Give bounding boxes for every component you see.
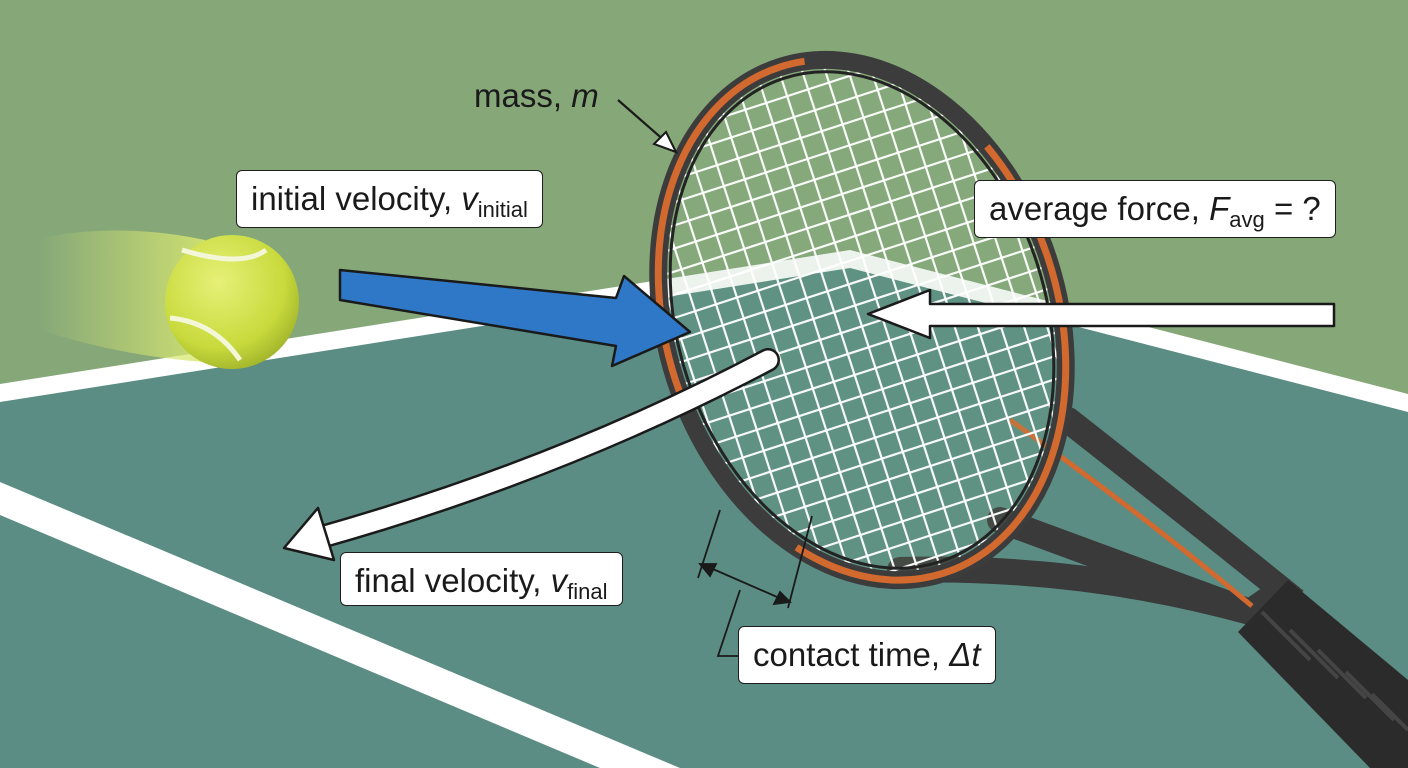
average-force-suffix: = ? xyxy=(1264,190,1321,227)
average-force-arrow xyxy=(866,288,1336,340)
tennis-ball xyxy=(165,235,299,369)
average-force-label: average force, Favg = ? xyxy=(974,180,1336,238)
average-force-text: average force, xyxy=(989,190,1210,227)
average-force-subscript: avg xyxy=(1229,207,1265,232)
court-sideline xyxy=(0,482,680,768)
initial-velocity-symbol: v xyxy=(461,180,478,217)
contact-time-text: contact time, xyxy=(753,636,950,673)
average-force-symbol: F xyxy=(1209,190,1230,227)
court-baseline xyxy=(0,250,1408,412)
contact-time-symbol: Δt xyxy=(949,636,981,673)
mass-label-text: mass, xyxy=(474,77,572,114)
final-velocity-text: final velocity, xyxy=(355,562,551,599)
initial-velocity-subscript: initial xyxy=(477,197,528,222)
final-velocity-symbol: v xyxy=(550,562,568,599)
contact-time-label: contact time, Δt xyxy=(738,626,996,684)
mass-symbol: m xyxy=(571,77,599,114)
initial-velocity-arrow xyxy=(338,268,692,368)
final-velocity-arrow xyxy=(282,348,780,562)
final-velocity-label: final velocity, vfinal xyxy=(340,552,623,606)
initial-velocity-label: initial velocity, vinitial xyxy=(236,170,543,228)
final-velocity-subscript: final xyxy=(567,579,608,604)
mass-pointer-arrow xyxy=(617,99,679,154)
mass-label: mass, m xyxy=(474,77,599,115)
ball-motion-trail xyxy=(40,230,205,362)
racket-frame xyxy=(649,50,1075,590)
initial-velocity-text: initial velocity, xyxy=(251,180,462,217)
contact-time-dimension xyxy=(697,509,813,657)
